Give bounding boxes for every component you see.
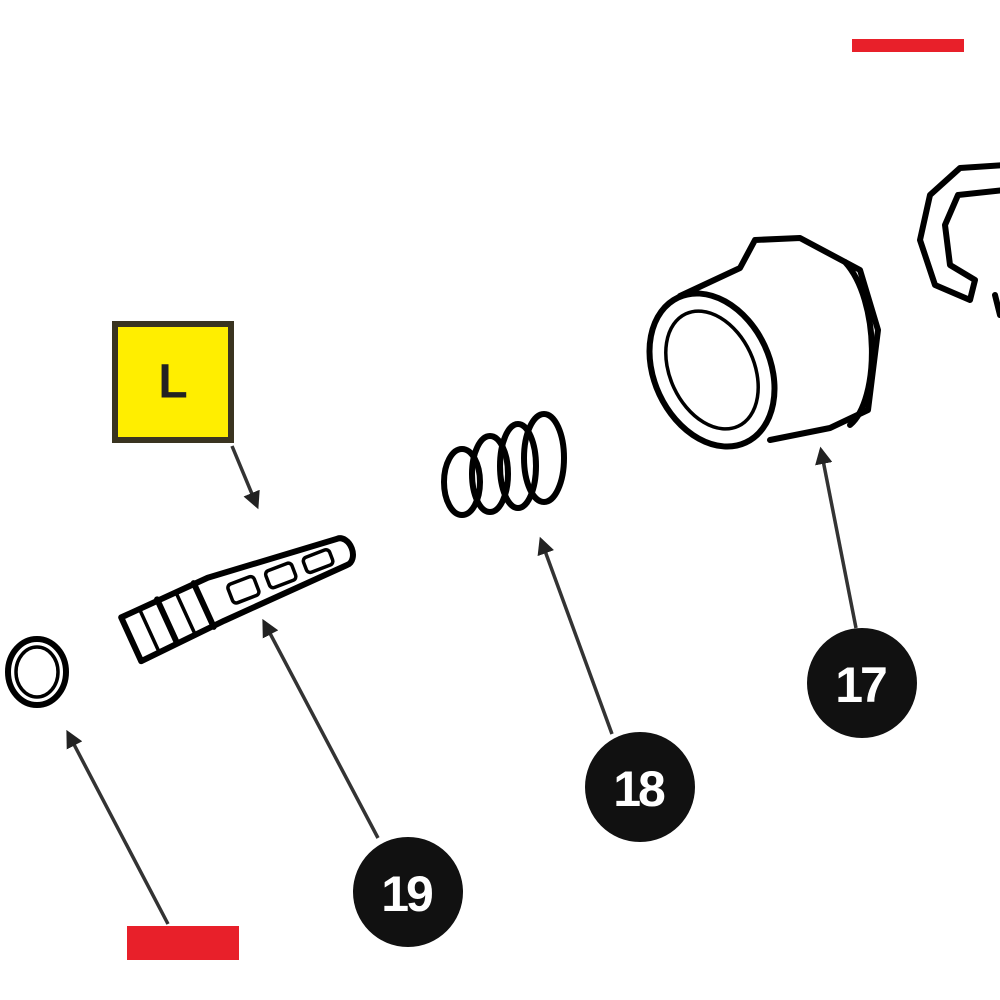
red-marker-bottom <box>127 926 239 960</box>
callout-17-text: 17 <box>835 657 886 713</box>
label-box-l: L <box>112 321 234 443</box>
callout-17: 17 <box>807 628 917 738</box>
arrow-19 <box>262 618 380 839</box>
arrow-o-ring <box>66 729 170 925</box>
o-ring-part <box>5 636 69 708</box>
label-l-text: L <box>158 356 187 409</box>
red-marker-top <box>852 39 964 52</box>
partial-nut-part <box>917 162 1000 318</box>
part-18-spring <box>441 411 567 518</box>
callout-18: 18 <box>585 732 695 842</box>
callout-19-text: 19 <box>381 866 432 922</box>
part-19-pin <box>118 535 356 665</box>
part-17-cylinder <box>646 235 881 450</box>
arrow-label-l <box>230 445 260 510</box>
callout-19: 19 <box>353 837 463 947</box>
arrow-18 <box>537 536 614 735</box>
callout-18-text: 18 <box>613 761 665 817</box>
arrow-17 <box>815 446 858 629</box>
